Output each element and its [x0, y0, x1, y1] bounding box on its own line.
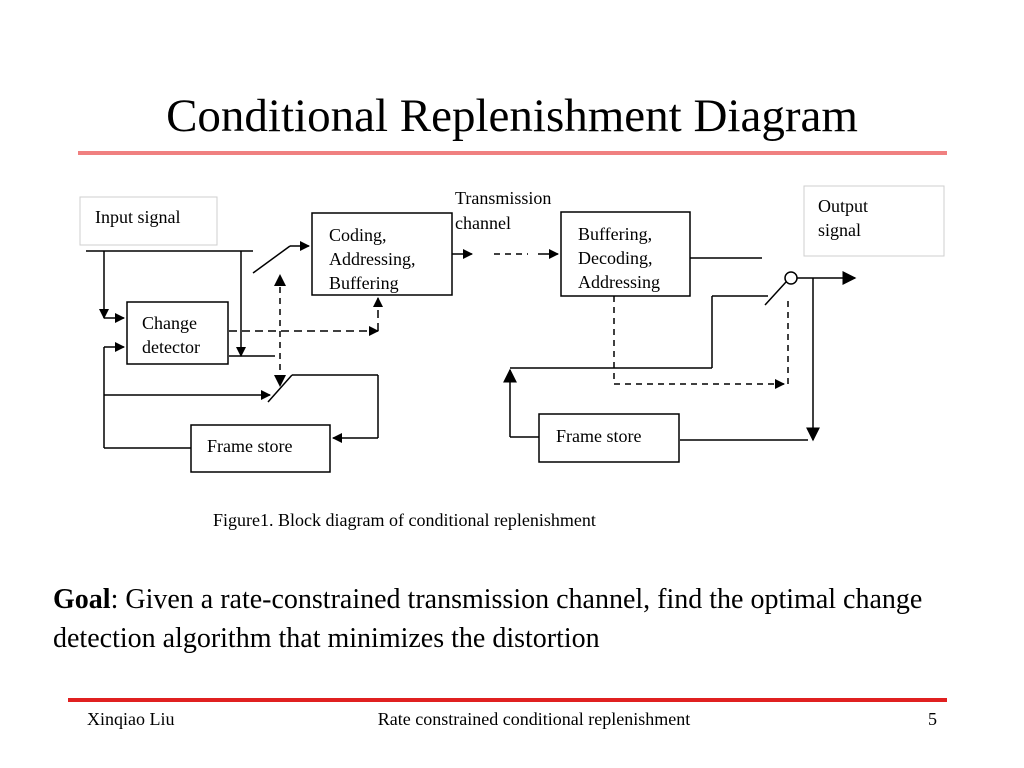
- frame-store-right-box: [538, 413, 680, 463]
- output-signal-box: [803, 185, 945, 257]
- goal-text: : Given a rate-constrained transmission …: [53, 584, 923, 654]
- block-diagram: Input signal Change detector Coding, Add…: [79, 185, 945, 530]
- coding-label-1: Coding,: [329, 225, 387, 245]
- goal-statement: Goal: Given a rate-constrained transmiss…: [53, 580, 993, 658]
- transmission-label-1: Transmission: [455, 188, 551, 208]
- frame-store-right-label: Frame store: [556, 426, 641, 446]
- input-signal-box: [79, 196, 218, 246]
- slide-title: Conditional Replenishment Diagram: [166, 90, 858, 142]
- decoding-box: [560, 211, 691, 297]
- input-signal-label: Input signal: [95, 207, 181, 227]
- footer-divider: [68, 698, 947, 702]
- change-detector-label-2: detector: [142, 337, 200, 357]
- coding-label-3: Buffering: [329, 273, 399, 293]
- decoding-label-3: Addressing: [578, 272, 660, 292]
- change-detector-box: [126, 301, 229, 365]
- goal-label: Goal: [53, 584, 111, 615]
- decoding-label-2: Decoding,: [578, 248, 652, 268]
- frame-store-left-label: Frame store: [207, 436, 292, 456]
- footer-title: Rate constrained conditional replenishme…: [377, 709, 691, 729]
- transmission-label-2: channel: [455, 213, 511, 233]
- figure-caption: Figure1. Block diagram of conditional re…: [213, 510, 596, 530]
- output-signal-label-1: Output: [818, 196, 868, 216]
- output-signal-label-2: signal: [818, 220, 861, 240]
- change-detector-label-1: Change: [142, 313, 197, 333]
- page-number: 5: [928, 709, 937, 729]
- footer-author: Xinqiao Liu: [87, 709, 175, 729]
- title-divider: [78, 151, 947, 155]
- coding-label-2: Addressing,: [329, 249, 416, 269]
- decoding-label-1: Buffering,: [578, 224, 652, 244]
